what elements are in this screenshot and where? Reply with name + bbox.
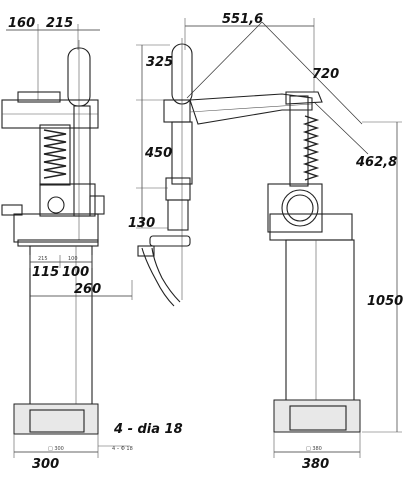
- column-right: [285, 239, 355, 403]
- label-160: 160: [8, 16, 35, 31]
- knob-left: [47, 196, 65, 214]
- label-551-6: 551,6: [222, 12, 263, 27]
- dim-line-720-a: [186, 21, 263, 99]
- label-215: 215: [46, 16, 73, 31]
- label-325: 325: [146, 55, 173, 70]
- label-1050: 1050: [367, 294, 403, 309]
- right-view: [136, 18, 402, 458]
- column-flange-left: [17, 239, 99, 247]
- tap-curve-a: [141, 247, 175, 307]
- arm-upper-right: [189, 93, 313, 125]
- arm-line-right: [189, 103, 313, 113]
- label-450: 450: [144, 146, 172, 161]
- pivot-ring-inner: [286, 194, 314, 222]
- spindle-collar-right: [165, 177, 191, 201]
- pivot-ring-outer: [281, 189, 319, 227]
- side-lever-left: [1, 204, 23, 216]
- small-label-380: □ 380: [306, 446, 322, 452]
- label-115: 115: [32, 265, 59, 280]
- base-inner-right: [289, 405, 347, 431]
- pivot-housing: [267, 183, 323, 233]
- small-label-holes: 4 – Φ 18: [112, 446, 133, 452]
- label-300: 300: [32, 457, 59, 472]
- clamp-left: [89, 195, 105, 215]
- spring-left: [43, 129, 67, 179]
- base-right: [273, 399, 361, 433]
- base-inner-left: [29, 409, 85, 433]
- label-720: 720: [312, 67, 339, 82]
- spring-right: [302, 115, 320, 181]
- spring-housing-left: [39, 124, 71, 186]
- mechanism-left: [39, 183, 96, 217]
- label-130: 130: [128, 216, 155, 231]
- label-462-8: 462,8: [355, 155, 397, 170]
- small-label-300: □ 300: [48, 446, 64, 452]
- base-left: [13, 403, 99, 435]
- column-plate-right: [269, 213, 353, 241]
- label-100: 100: [62, 265, 89, 280]
- small-label-100: 100: [68, 256, 78, 262]
- label-380: 380: [302, 457, 329, 472]
- tap-curve-b: [151, 247, 181, 303]
- arm-cap-left: [17, 91, 61, 103]
- label-holes: 4 - dia 18: [113, 422, 183, 437]
- small-label-215: 215: [38, 256, 48, 262]
- spindle-tube-right: [171, 121, 193, 185]
- tube-left: [73, 105, 91, 217]
- dim-line-462-8: [313, 101, 369, 155]
- column-plate-left: [13, 213, 99, 243]
- tool-holder: [149, 235, 191, 247]
- arm-joint-right: [285, 91, 323, 105]
- left-view: [1, 24, 133, 458]
- spindle-lower-right: [167, 199, 189, 231]
- tap-chuck: [137, 245, 155, 257]
- dim-line-720-b: [261, 21, 363, 125]
- label-260: 260: [74, 282, 101, 297]
